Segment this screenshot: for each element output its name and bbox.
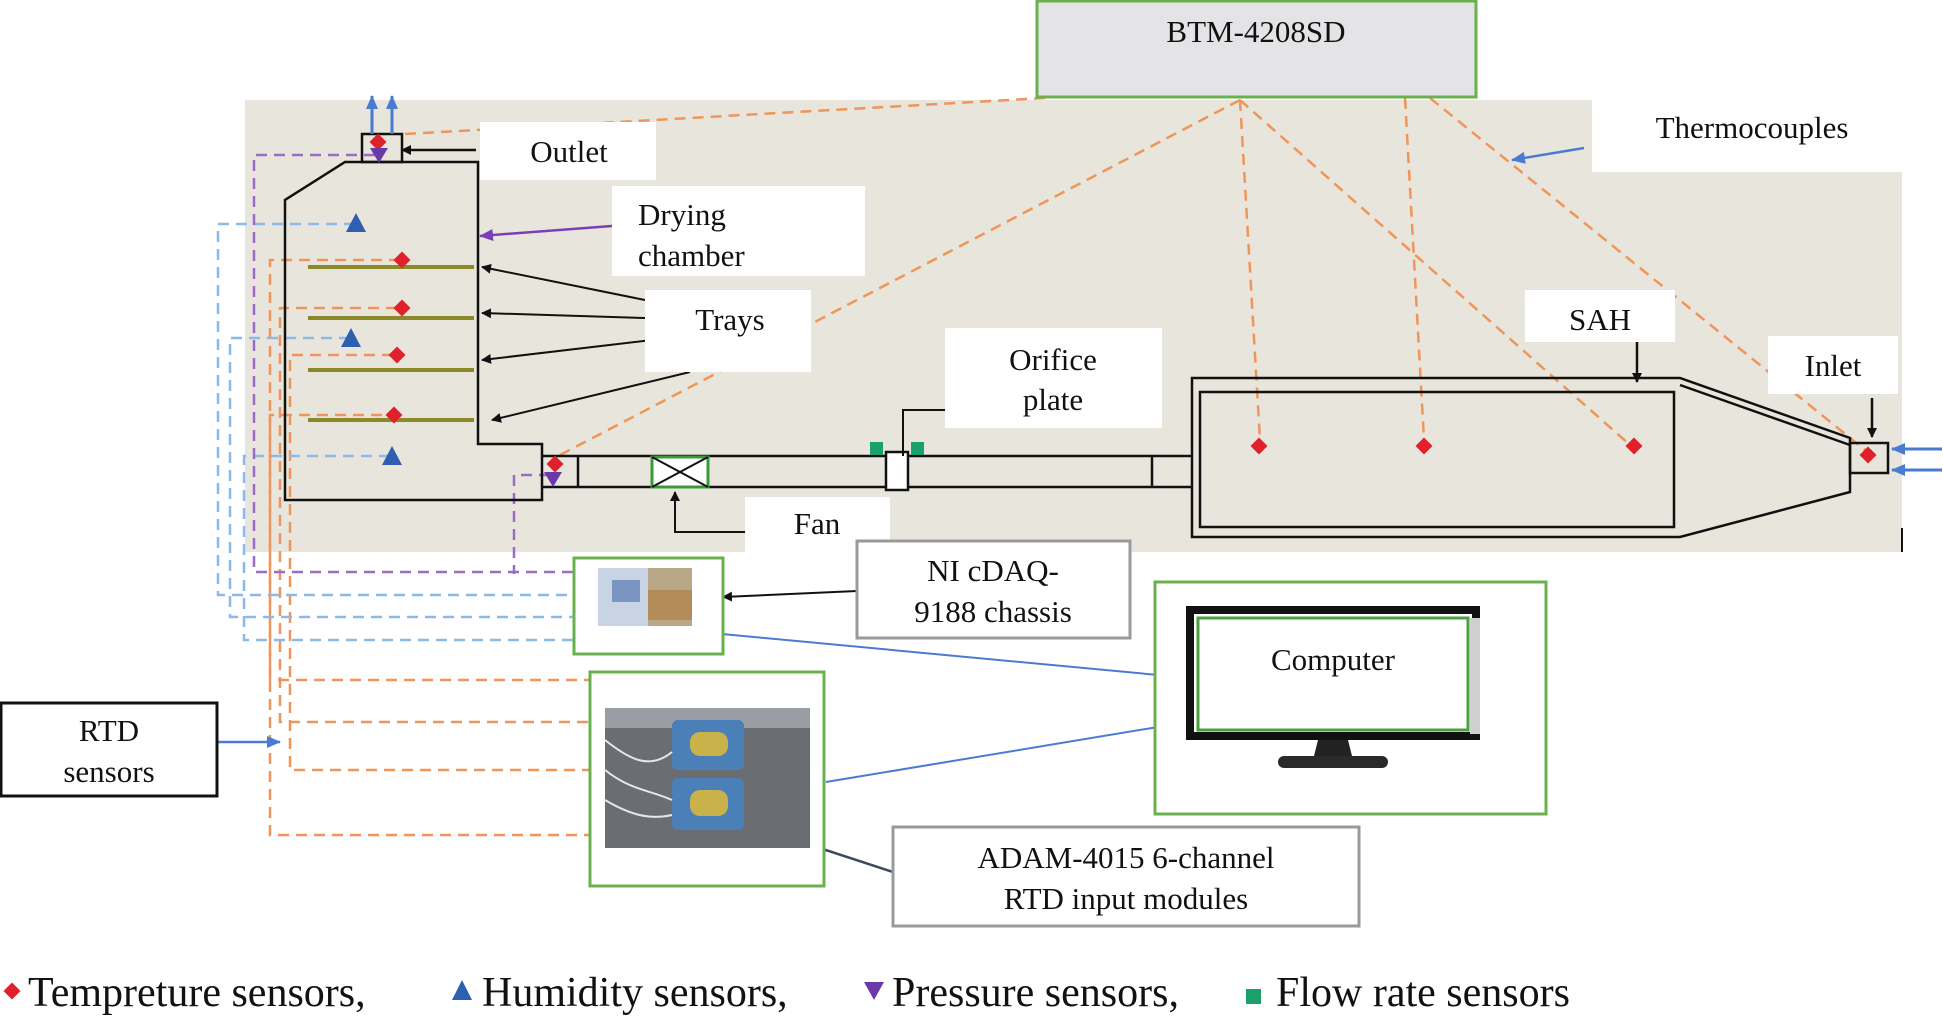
pointer-arrows [218, 145, 1877, 874]
temperature-sensor-icon [393, 251, 411, 269]
orifice-plate-label-line2: plate [1023, 382, 1083, 417]
fan-icon [650, 455, 710, 489]
pressure-wires [252, 153, 575, 574]
legend-temperature-text: Tempreture sensors, [28, 970, 366, 1016]
inlet-label-box [1768, 336, 1898, 394]
flow-rate-sensor-icon [911, 442, 924, 455]
drying-chamber-label-line2: chamber [638, 238, 745, 273]
temperature-sensor-icon [546, 455, 564, 473]
sah-inlet-port [1848, 441, 1890, 475]
trays-label-box [645, 290, 811, 372]
inlet-label: Inlet [1805, 348, 1862, 383]
humidity-sensor-icon [382, 446, 402, 465]
adam-4015-label-line1: ADAM-4015 6-channel [977, 840, 1274, 875]
orifice-plate-icon [884, 450, 910, 492]
sah-label: SAH [1569, 302, 1631, 337]
rtd-sensors-label-line1: RTD [79, 713, 139, 748]
sah-label-box [1525, 290, 1675, 342]
orifice-plate-label-box [945, 328, 1162, 428]
fan-label: Fan [794, 506, 841, 541]
thermocouples-label: Thermocouples [1656, 110, 1849, 145]
adam-4015-label-box [891, 825, 1361, 928]
btm-4208sd-logger: BTM-4208SD [1035, 0, 1478, 99]
humidity-wires [216, 222, 575, 642]
drying-chamber [283, 95, 544, 502]
flow-rate-sensor-icon [870, 442, 883, 455]
solar-air-heater [1190, 376, 1942, 552]
outlet-label: Outlet [530, 134, 608, 169]
ni-cdaq-label-line2: 9188 chassis [914, 594, 1072, 629]
pressure-sensor-icon [370, 148, 388, 163]
adam-4015-modules-photo [588, 670, 826, 888]
drying-chamber-label-line1: Drying [638, 197, 726, 232]
thermocouple-wires [404, 96, 1866, 457]
ni-cdaq-label-box [855, 539, 1132, 640]
temperature-sensor-icon [388, 346, 406, 364]
temperature-sensor-icon [393, 299, 411, 317]
legend-humidity-icon [452, 980, 472, 1000]
adam-4015-label-line2: RTD input modules [1004, 881, 1248, 916]
humidity-sensors [341, 213, 402, 465]
air-duct [542, 450, 1192, 492]
legend-temperature-icon [3, 982, 21, 1000]
orifice-plate-label-line1: Orifice [1009, 342, 1097, 377]
legend-humidity-text: Humidity sensors, [482, 970, 788, 1016]
pressure-sensor-icon [544, 472, 562, 487]
drying-chamber-label-box [612, 186, 865, 276]
rtd-sensors-label-line2: sensors [63, 754, 154, 789]
outlet-label-box [480, 122, 656, 180]
temperature-sensor-icon [385, 406, 403, 424]
temperature-sensors [369, 133, 1877, 473]
humidity-sensor-icon [346, 213, 366, 232]
humidity-sensor-icon [341, 328, 361, 347]
legend-pressure-icon [864, 982, 884, 1000]
legend-pressure-text: Pressure sensors, [892, 970, 1179, 1016]
rtd-wires [268, 258, 590, 837]
flow-rate-sensors [870, 442, 924, 455]
temperature-sensor-icon [369, 133, 387, 151]
legend-flow-rate-text: Flow rate sensors [1276, 970, 1570, 1016]
rtd-sensors-label-box [0, 701, 219, 798]
computer: Computer [1153, 580, 1548, 816]
computer-label: Computer [1271, 642, 1396, 677]
ni-cdaq-photo [572, 556, 725, 656]
thermocouples-label-box [1592, 100, 1902, 172]
logger-label: BTM-4208SD [1166, 14, 1345, 49]
monitor-icon [1186, 606, 1480, 740]
legend: Tempreture sensors, Humidity sensors, Pr… [3, 970, 1570, 1016]
trays-label: Trays [695, 302, 765, 337]
legend-flow-rate-icon [1246, 989, 1261, 1004]
pressure-sensors [370, 148, 562, 487]
ni-cdaq-label-line1: NI cDAQ- [927, 553, 1059, 588]
